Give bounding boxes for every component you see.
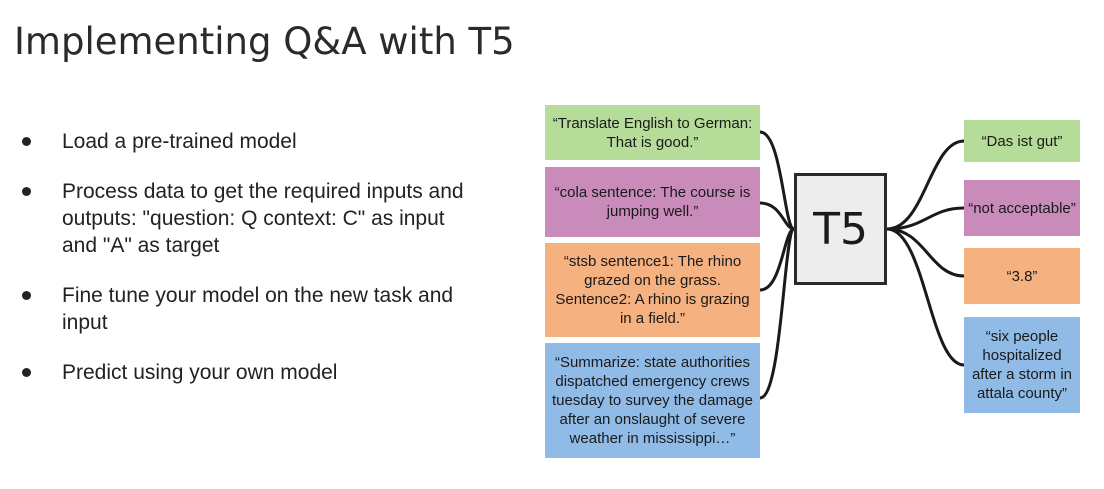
bullet-dot-icon [22,291,31,300]
bullet-list: Load a pre-trained model Process data to… [22,128,477,409]
bullet-text: Fine tune your model on the new task and… [62,284,454,334]
bullet-text: Load a pre-trained model [62,130,297,153]
t5-model-box: T5 [794,173,887,285]
bullet-dot-icon [22,137,31,146]
input-text-stsb: “stsb sentence1: The rhino grazed on the… [555,253,750,327]
input-box-translate: “Translate English to German: That is go… [545,105,760,160]
input-box-stsb: “stsb sentence1: The rhino grazed on the… [545,243,760,337]
input-box-cola: “cola sentence: The course is jumping we… [545,167,760,237]
input-text-translate: “Translate English to German: That is go… [552,114,753,151]
connector-output-1 [886,139,965,231]
bullet-text: Predict using your own model [62,361,338,384]
output-box-cola: “not acceptable” [964,180,1080,236]
connector-output-2 [886,206,965,231]
bullet-item: Load a pre-trained model [22,128,477,155]
slide-title: Implementing Q&A with T5 [14,20,515,63]
bullet-text: Process data to get the required inputs … [62,180,464,257]
input-text-summarize: “Summarize: state authorities dispatched… [552,354,753,447]
connector-output-3 [886,227,965,278]
bullet-dot-icon [22,368,31,377]
input-box-summarize: “Summarize: state authorities dispatched… [545,343,760,458]
output-text-cola: “not acceptable” [968,199,1076,217]
output-text-stsb: “3.8” [1006,267,1038,285]
connector-input-1 [759,130,796,231]
output-text-summarize: “six people hospitalized after a storm i… [971,328,1073,402]
connector-input-4 [759,227,796,400]
bullet-item: Fine tune your model on the new task and… [22,282,477,336]
bullet-item: Predict using your own model [22,359,477,386]
bullet-item: Process data to get the required inputs … [22,178,477,259]
input-text-cola: “cola sentence: The course is jumping we… [554,184,751,220]
bullet-dot-icon [22,187,31,196]
output-box-translate: “Das ist gut” [964,120,1080,162]
output-box-summarize: “six people hospitalized after a storm i… [964,317,1080,413]
connector-output-4 [886,227,965,367]
t5-model-label: T5 [813,203,868,255]
output-box-stsb: “3.8” [964,248,1080,304]
output-text-translate: “Das ist gut” [981,132,1063,150]
